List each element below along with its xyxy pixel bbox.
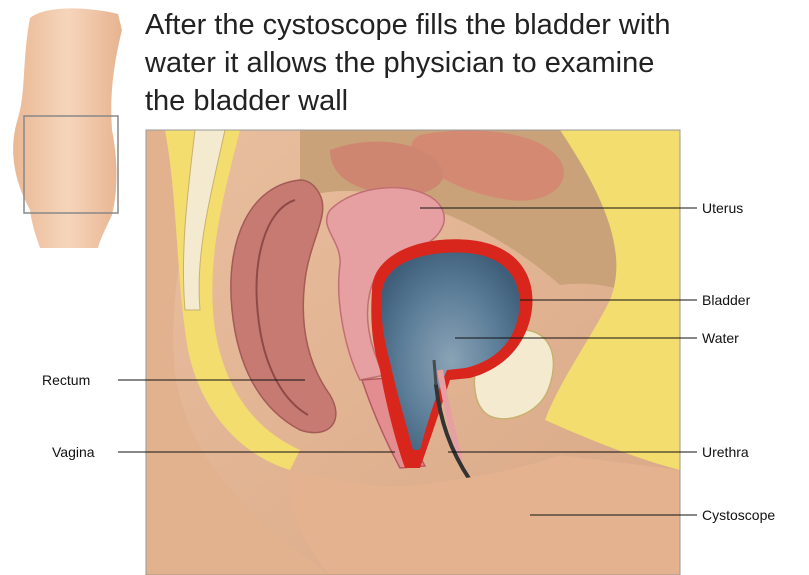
body-silhouette xyxy=(13,8,122,248)
label-uterus: Uterus xyxy=(702,200,743,216)
label-bladder: Bladder xyxy=(702,292,751,308)
label-water: Water xyxy=(702,330,739,346)
label-rectum: Rectum xyxy=(42,372,90,388)
cross-section xyxy=(146,130,680,575)
body-thumbnail xyxy=(13,8,122,248)
cystoscope-tip xyxy=(434,360,436,385)
label-urethra: Urethra xyxy=(702,444,749,460)
label-vagina: Vagina xyxy=(52,444,95,460)
label-cystoscope: Cystoscope xyxy=(702,507,775,523)
